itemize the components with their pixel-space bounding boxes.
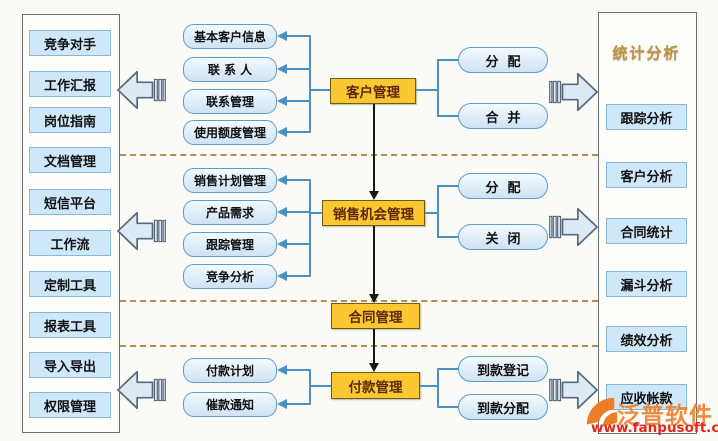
- connector-line: [309, 35, 311, 133]
- action-box-assign: 分 配: [458, 173, 548, 199]
- connector-line: [437, 185, 439, 238]
- arrowhead-left-icon: [277, 271, 287, 281]
- left-item-report-tools: 报表工具: [29, 312, 111, 338]
- arrowhead-down-icon: [369, 363, 379, 372]
- connector-line: [287, 100, 309, 102]
- connector-line: [287, 211, 309, 213]
- connector-line: [287, 179, 309, 181]
- connector-line: [437, 59, 439, 117]
- right-item-contract-statistics: 合同统计: [606, 218, 687, 244]
- connector-line: [437, 236, 458, 238]
- node-customer-mgmt: 客户管理: [330, 78, 416, 104]
- block-arrow-right-icon: [549, 204, 599, 250]
- sub-box-contact-mgmt: 联系管理: [183, 89, 277, 114]
- connector-line: [309, 89, 330, 91]
- sub-box-contacts: 联 系 人: [183, 57, 277, 82]
- connector-line: [309, 369, 311, 405]
- left-item-post-guide: 岗位指南: [29, 107, 111, 133]
- action-box-assign: 分 配: [458, 47, 548, 73]
- watermark-url-text: www.fanpusoft.com: [591, 420, 718, 436]
- left-item-workflow: 工作流: [29, 230, 111, 256]
- sub-box-payment-plan: 付款计划: [183, 358, 277, 383]
- arrowhead-left-icon: [277, 127, 287, 137]
- separator-line-2: [120, 300, 598, 302]
- action-box-receipt-register: 到款登记: [458, 356, 548, 382]
- left-item-permissions: 权限管理: [29, 392, 111, 418]
- right-item-performance-analysis: 绩效分析: [606, 326, 687, 352]
- sub-box-dunning-notice: 催款通知: [183, 392, 277, 417]
- watermark-brand-text: 泛普软件: [617, 403, 713, 429]
- arrowhead-left-icon: [277, 64, 287, 74]
- connector-line: [437, 368, 439, 408]
- sub-box-product-demand: 产品需求: [183, 200, 277, 225]
- left-item-custom-tools: 定制工具: [29, 271, 111, 297]
- arrowhead-left-icon: [277, 239, 287, 249]
- right-item-tracking-analysis: 跟踪分析: [606, 104, 687, 130]
- brand-logo-icon: [584, 396, 620, 438]
- separator-line-1: [120, 154, 598, 156]
- left-item-competitors: 竞争对手: [29, 30, 111, 56]
- flow-line: [373, 104, 375, 192]
- connector-line: [309, 179, 311, 277]
- block-arrow-left-icon: [116, 367, 166, 413]
- left-item-sms-platform: 短信平台: [29, 189, 111, 215]
- connector-line: [420, 385, 438, 387]
- left-item-import-export: 导入导出: [29, 352, 111, 378]
- arrowhead-left-icon: [277, 96, 287, 106]
- sub-box-quota-mgmt: 使用额度管理: [183, 120, 277, 145]
- sub-box-tracking-mgmt: 跟踪管理: [183, 232, 277, 257]
- connector-line: [416, 89, 438, 91]
- node-contract-mgmt: 合同管理: [331, 303, 420, 329]
- connector-line: [437, 406, 458, 408]
- connector-line: [309, 385, 331, 387]
- arrowhead-down-icon: [369, 191, 379, 200]
- connector-line: [437, 59, 458, 61]
- connector-line: [287, 35, 309, 37]
- sub-box-basic-customer-info: 基本客户信息: [183, 24, 277, 49]
- right-item-customer-analysis: 客户分析: [606, 162, 687, 188]
- sub-box-sales-plan: 销售计划管理: [183, 168, 277, 193]
- connector-line: [309, 212, 323, 214]
- block-arrow-left-icon: [116, 208, 166, 254]
- connector-line: [287, 243, 309, 245]
- connector-line: [287, 369, 309, 371]
- block-arrow-right-icon: [549, 69, 599, 115]
- action-box-receipt-assign: 到款分配: [458, 394, 548, 420]
- node-payment-mgmt: 付款管理: [331, 372, 420, 399]
- left-item-doc-mgmt: 文档管理: [29, 147, 111, 173]
- block-arrow-left-icon: [116, 67, 166, 113]
- flow-line: [373, 226, 375, 295]
- right-item-funnel-analysis: 漏斗分析: [606, 271, 687, 297]
- connector-line: [287, 131, 309, 133]
- sub-box-competition: 竞争分析: [183, 264, 277, 289]
- node-sales-opportunity-mgmt: 销售机会管理: [322, 200, 425, 226]
- connector-line: [425, 212, 438, 214]
- block-arrow-right-icon: [549, 367, 599, 413]
- connector-line: [437, 185, 458, 187]
- action-box-merge: 合 并: [458, 103, 548, 129]
- arrowhead-left-icon: [277, 365, 287, 375]
- connector-line: [287, 275, 309, 277]
- separator-line-3: [120, 345, 598, 347]
- connector-line: [437, 115, 458, 117]
- connector-line: [287, 403, 309, 405]
- arrowhead-down-icon: [369, 294, 379, 303]
- action-box-close: 关 闭: [458, 224, 548, 250]
- left-item-work-report: 工作汇报: [29, 71, 111, 97]
- arrowhead-left-icon: [277, 31, 287, 41]
- right-item-receivables: 应收帐款: [606, 384, 687, 410]
- arrowhead-left-icon: [277, 207, 287, 217]
- connector-line: [287, 68, 309, 70]
- right-panel-title: 统计分析: [612, 44, 681, 62]
- flow-line: [373, 329, 375, 364]
- arrowhead-left-icon: [277, 175, 287, 185]
- connector-line: [437, 368, 458, 370]
- arrowhead-left-icon: [277, 399, 287, 409]
